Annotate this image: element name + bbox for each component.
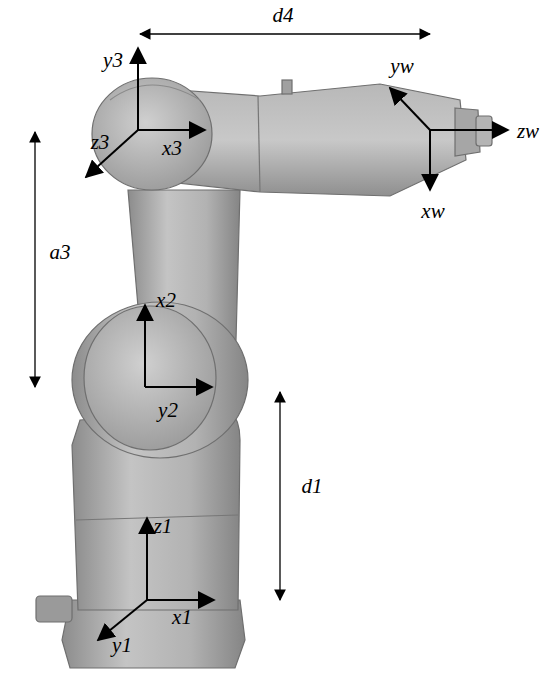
axis-label: zw [517,121,539,142]
axis-label: d1 [302,476,323,497]
axis-label: x2 [156,290,176,311]
axis-label: z3 [91,132,110,153]
axis-label: a3 [50,242,71,263]
dimension-arrows [35,34,430,600]
axis-label: yw [390,56,413,77]
axis-label: y3 [103,50,123,71]
axis-label: x3 [162,138,182,159]
axis-label: x1 [172,607,192,628]
axis-label: y1 [112,635,132,656]
axis-label: d4 [273,5,294,26]
axis-label: z1 [154,516,173,537]
axis-label: y2 [158,400,178,421]
axis-label: xw [421,201,444,222]
coordinate-axes [86,48,508,640]
robot-body [36,78,492,668]
